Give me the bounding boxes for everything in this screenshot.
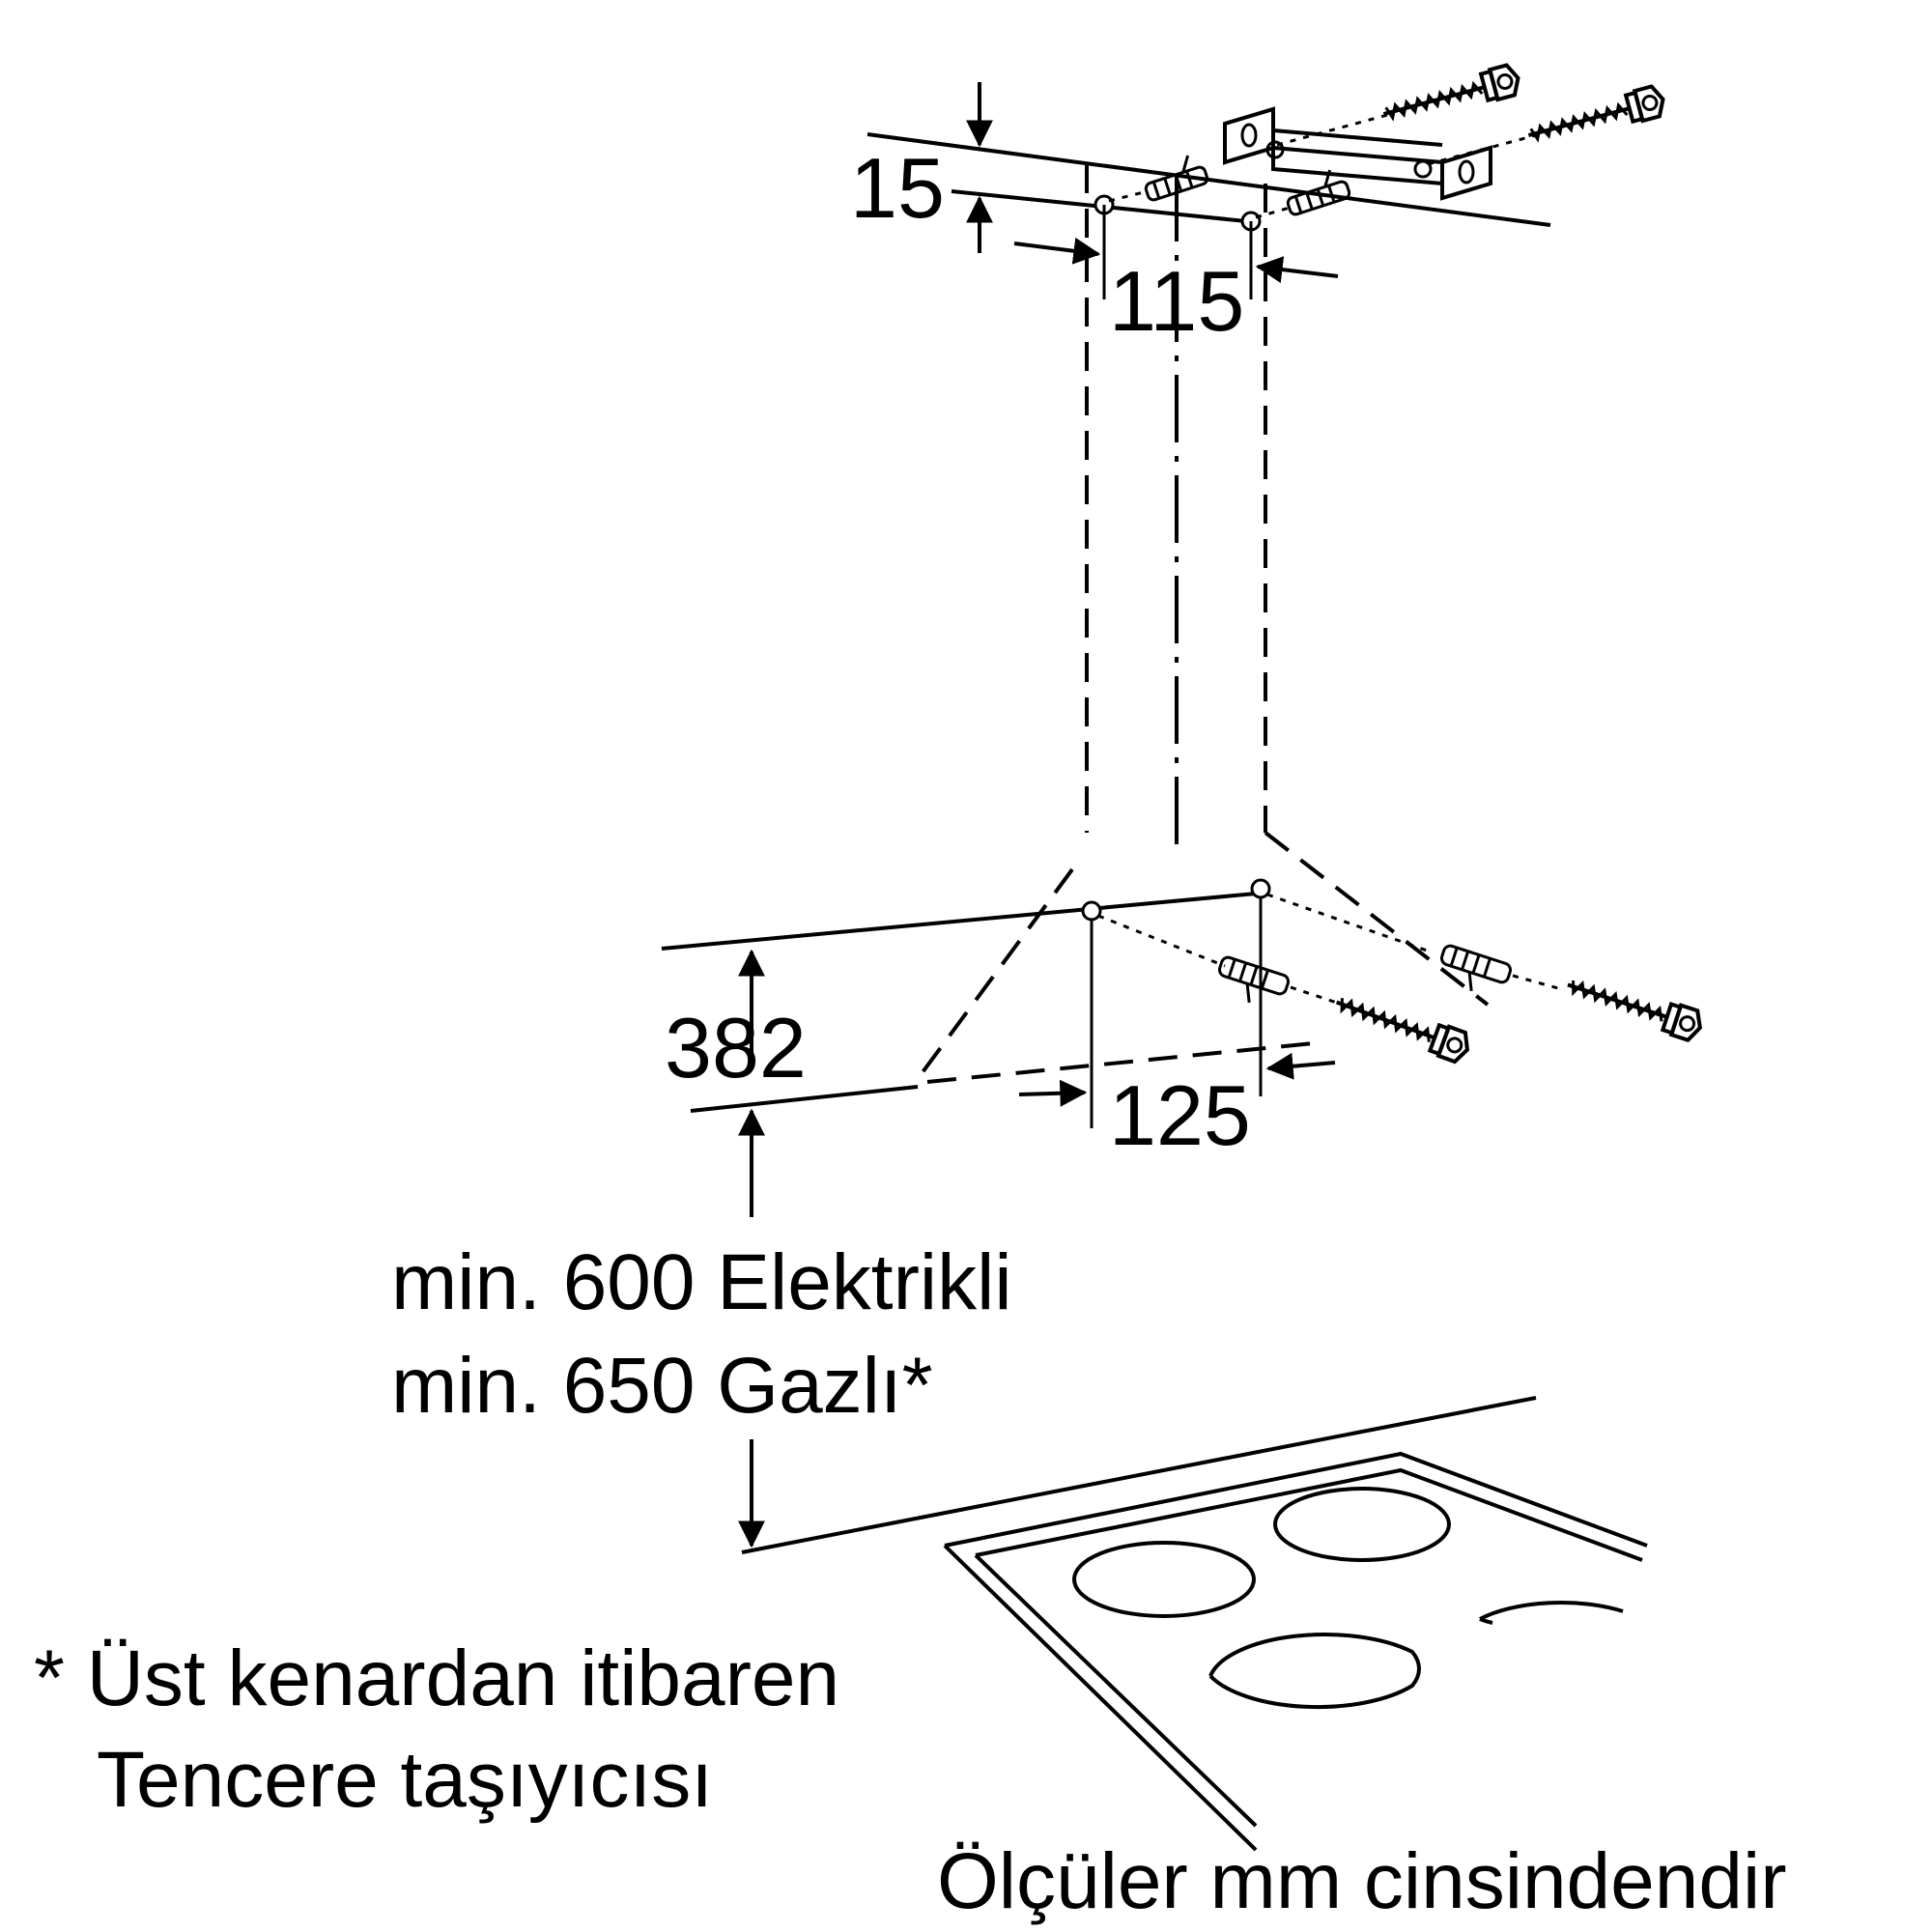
dimension-382: 382: [665, 949, 807, 1217]
wall-plug-icon: [1266, 893, 1566, 992]
mounting-bracket-icon: [1223, 106, 1492, 201]
cooktop-icon: [741, 1396, 1648, 1852]
burner-icon: [1208, 1633, 1421, 1710]
clearance-gas-label: min. 650 Gazlı*: [391, 1342, 933, 1430]
wall-plug-icon: [1097, 914, 1344, 1007]
screw-icon: [1567, 980, 1703, 1042]
burner-icon: [1273, 1487, 1451, 1562]
screw-icon: [1335, 998, 1470, 1065]
hood-top-plane: [661, 892, 1257, 1113]
clearance-dimension: min. 600 Elektrikli min. 650 Gazlı*: [391, 1238, 1012, 1548]
wall-plug-icon: [1108, 155, 1209, 203]
dimension-125: 125: [1018, 878, 1336, 1163]
chimney-outline: [921, 164, 1490, 1084]
dimension-label-382: 382: [665, 1000, 807, 1095]
footnote-line-2: Tencere taşıyıcısı: [97, 1736, 713, 1824]
screw-icon: [1427, 84, 1665, 166]
dimension-15: 15: [850, 82, 1102, 253]
dimension-label-15: 15: [850, 140, 945, 236]
footnote-line-1: * Üst kenardan itibaren: [34, 1634, 839, 1722]
burner-icon: [1072, 1541, 1256, 1618]
clearance-electric-label: min. 600 Elektrikli: [391, 1238, 1012, 1326]
footnote: * Üst kenardan itibaren Tencere taşıyıcı…: [34, 1634, 839, 1824]
ceiling-plane: [867, 132, 1551, 227]
burner-icon: [1479, 1617, 1493, 1625]
burner-icon: [1479, 1601, 1624, 1621]
drill-hole-icon: [1250, 878, 1271, 899]
wall-plug-icon: [1255, 169, 1351, 219]
screw-icon: [1276, 63, 1520, 147]
dimension-label-125: 125: [1109, 1067, 1251, 1163]
units-note: Ölçüler mm cinsindendir: [937, 1837, 1787, 1925]
drill-hole-icon: [1081, 900, 1102, 922]
